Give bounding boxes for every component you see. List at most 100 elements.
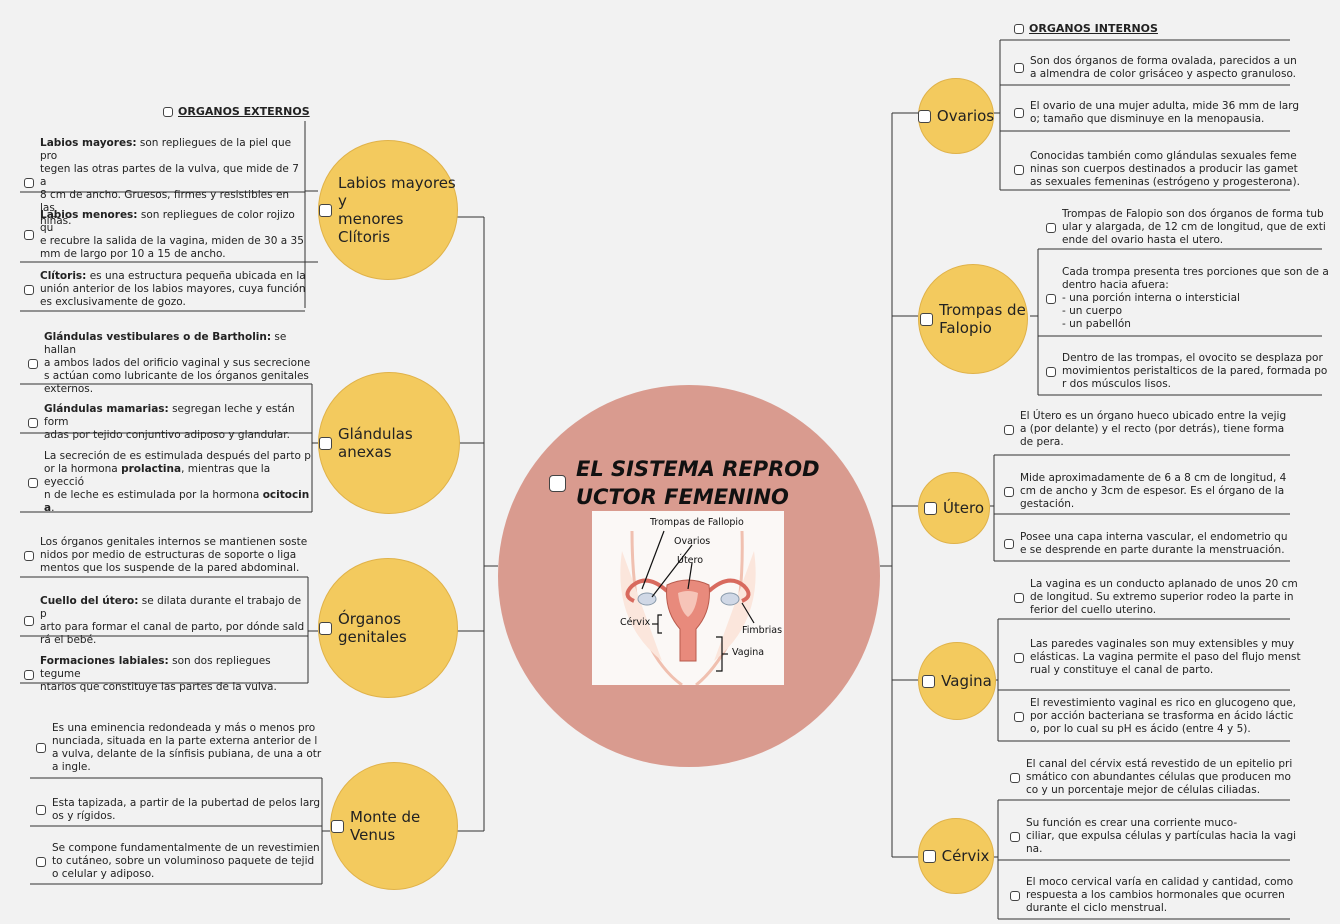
checkbox-icon[interactable]	[28, 417, 38, 428]
leaf-trompas-forma[interactable]: Trompas de Falopio son dos órganos de fo…	[1046, 208, 1336, 247]
uterus-diagram-icon	[620, 530, 756, 687]
label-vagina: Vagina	[732, 647, 765, 658]
checkbox-icon[interactable]	[36, 856, 46, 867]
checkbox-icon[interactable]	[1004, 539, 1014, 549]
checkbox-icon[interactable]	[1014, 592, 1024, 603]
leaf-bold: Formaciones labiales:	[40, 655, 169, 667]
leaf-text: se dilata durante el trabajo de p arto p…	[40, 595, 305, 646]
leaf-text: .	[51, 502, 55, 514]
checkbox-icon[interactable]	[36, 743, 46, 753]
header-organos-internos[interactable]: ORGANOS INTERNOS	[1014, 22, 1158, 35]
topic-cervix[interactable]: Cérvix	[918, 818, 994, 894]
checkbox-icon[interactable]	[1004, 424, 1014, 435]
topic-organos-genitales[interactable]: Órganos genitales	[318, 558, 458, 698]
checkbox-icon[interactable]	[1046, 222, 1056, 233]
leaf-cervix-canal[interactable]: El canal del cérvix está revestido de un…	[1010, 758, 1300, 797]
leaf-revestimiento[interactable]: Se compone fundamentalmente de un revest…	[36, 842, 322, 881]
topic-utero[interactable]: Útero	[918, 472, 990, 544]
leaf-cervix-funcion[interactable]: Su función es crear una corriente muco- …	[1010, 817, 1300, 856]
leaf-trompas-porciones[interactable]: Cada trompa presenta tres porciones que …	[1046, 266, 1336, 331]
leaf-tapizada[interactable]: Esta tapizada, a partir de la pubertad d…	[36, 797, 322, 823]
leaf-clitoris[interactable]: Clítoris: es una estructura pequeña ubic…	[24, 270, 306, 309]
leaf-text: son dos repliegues tegume ntarios que co…	[40, 655, 277, 693]
checkbox-icon[interactable]	[319, 436, 332, 450]
header-label: ORGANOS INTERNOS	[1029, 22, 1158, 35]
leaf-bartholin[interactable]: Glándulas vestibulares o de Bartholin: s…	[28, 331, 312, 396]
checkbox-icon[interactable]	[1014, 164, 1024, 175]
checkbox-icon[interactable]	[28, 358, 38, 369]
leaf-ovarios-forma[interactable]: Son dos órganos de forma ovalada, pareci…	[1014, 55, 1304, 81]
leaf-formaciones-labiales[interactable]: Formaciones labiales: son dos repliegues…	[24, 655, 308, 694]
checkbox-icon[interactable]	[922, 674, 936, 688]
leaf-cuello-utero[interactable]: Cuello del útero: se dilata durante el t…	[24, 595, 308, 647]
topic-glandulas-anexas[interactable]: Glándulas anexas	[318, 372, 460, 514]
checkbox-icon[interactable]	[1014, 23, 1024, 34]
topic-label: Glándulas anexas	[338, 425, 413, 461]
checkbox-icon[interactable]	[1004, 486, 1014, 497]
checkbox-icon[interactable]	[1046, 366, 1056, 377]
checkbox-icon[interactable]	[36, 805, 46, 815]
checkbox-icon[interactable]	[319, 203, 332, 217]
checkbox-icon[interactable]	[319, 621, 332, 635]
topic-vagina[interactable]: Vagina	[918, 642, 996, 720]
checkbox-icon[interactable]	[28, 477, 38, 488]
label-ovarios: Ovarios	[674, 536, 711, 547]
checkbox-icon[interactable]	[24, 669, 34, 680]
topic-labios[interactable]: Labios mayores y menores Clítoris	[318, 140, 458, 280]
checkbox-icon[interactable]	[24, 550, 34, 561]
leaf-mamarias[interactable]: Glándulas mamarias: segregan leche y est…	[28, 403, 312, 442]
checkbox-icon[interactable]	[24, 284, 34, 295]
leaf-vagina-paredes[interactable]: Las paredes vaginales son muy extensible…	[1014, 638, 1304, 677]
leaf-text: Esta tapizada, a partir de la pubertad d…	[52, 797, 321, 822]
topic-ovarios[interactable]: Ovarios	[917, 78, 994, 154]
leaf-utero-endometrio[interactable]: Posee una capa interna vascular, el endo…	[1004, 531, 1294, 557]
checkbox-icon[interactable]	[917, 109, 931, 123]
checkbox-icon[interactable]	[1014, 652, 1024, 663]
header-organos-externos[interactable]: ORGANOS EXTERNOS	[163, 105, 310, 118]
leaf-text: Son dos órganos de forma ovalada, pareci…	[1030, 55, 1297, 80]
checkbox-icon[interactable]	[163, 106, 173, 117]
checkbox-icon[interactable]	[1046, 293, 1056, 304]
leaf-soporte[interactable]: Los órganos genitales internos se mantie…	[24, 536, 308, 575]
central-title[interactable]: EL SISTEMA REPROD UCTOR FEMENINO	[549, 455, 820, 511]
leaf-labios-menores[interactable]: Labios menores: son repliegues de color …	[24, 209, 306, 261]
checkbox-icon[interactable]	[922, 849, 936, 863]
topic-label: Vagina	[941, 672, 992, 690]
leaf-text: son repliegues de color rojizo qu e recu…	[40, 209, 304, 260]
checkbox-icon[interactable]	[1014, 63, 1024, 73]
checkbox-icon[interactable]	[923, 501, 937, 515]
label-trompas: Trompas de Fallopio	[650, 517, 744, 528]
topic-trompas[interactable]: Trompas de Falopio	[918, 264, 1028, 374]
checkbox-icon[interactable]	[24, 177, 34, 188]
checkbox-icon[interactable]	[1010, 890, 1020, 901]
checkbox-icon[interactable]	[1010, 831, 1020, 842]
checkbox-icon[interactable]	[1014, 711, 1024, 722]
leaf-ovarios-glandulas[interactable]: Conocidas también como glándulas sexuale…	[1014, 150, 1304, 189]
leaf-prolactina[interactable]: La secreción de es estimulada después de…	[28, 450, 312, 515]
topic-monte-de-venus[interactable]: Monte de Venus	[330, 762, 458, 890]
leaf-vagina-revestimiento[interactable]: El revestimiento vaginal es rico en gluc…	[1014, 697, 1304, 736]
leaf-cervix-moco[interactable]: El moco cervical varía en calidad y cant…	[1010, 876, 1300, 915]
checkbox-icon[interactable]	[920, 312, 934, 326]
leaf-text: El ovario de una mujer adulta, mide 36 m…	[1030, 100, 1300, 125]
checkbox-icon[interactable]	[1014, 108, 1024, 118]
leaf-vagina-conducto[interactable]: La vagina es un conducto aplanado de uno…	[1014, 578, 1304, 617]
leaf-bold: Clítoris:	[40, 270, 87, 282]
leaf-ovarios-medida[interactable]: El ovario de una mujer adulta, mide 36 m…	[1014, 100, 1304, 126]
leaf-utero-organo[interactable]: El Útero es un órgano hueco ubicado entr…	[1004, 410, 1294, 449]
checkbox-icon[interactable]	[1010, 772, 1020, 783]
leaf-text: Mide aproximadamente de 6 a 8 cm de long…	[1020, 472, 1287, 510]
leaf-text: Conocidas también como glándulas sexuale…	[1030, 150, 1300, 188]
checkbox-icon[interactable]	[24, 616, 34, 626]
checkbox-icon[interactable]	[549, 475, 566, 492]
checkbox-icon[interactable]	[24, 230, 34, 240]
leaf-labios-mayores[interactable]: Labios mayores: son repliegues de la pie…	[24, 137, 306, 228]
leaf-bold: Cuello del útero:	[40, 595, 139, 607]
leaf-text: El Útero es un órgano hueco ubicado entr…	[1020, 410, 1287, 448]
leaf-text: El moco cervical varía en calidad y cant…	[1026, 876, 1294, 914]
leaf-trompas-ovocito[interactable]: Dentro de las trompas, el ovocito se des…	[1046, 352, 1336, 391]
leaf-eminencia[interactable]: Es una eminencia redondeada y más o meno…	[36, 722, 322, 774]
checkbox-icon[interactable]	[331, 819, 344, 833]
leaf-utero-medida[interactable]: Mide aproximadamente de 6 a 8 cm de long…	[1004, 472, 1294, 511]
leaf-text: La vagina es un conducto aplanado de uno…	[1030, 578, 1298, 616]
